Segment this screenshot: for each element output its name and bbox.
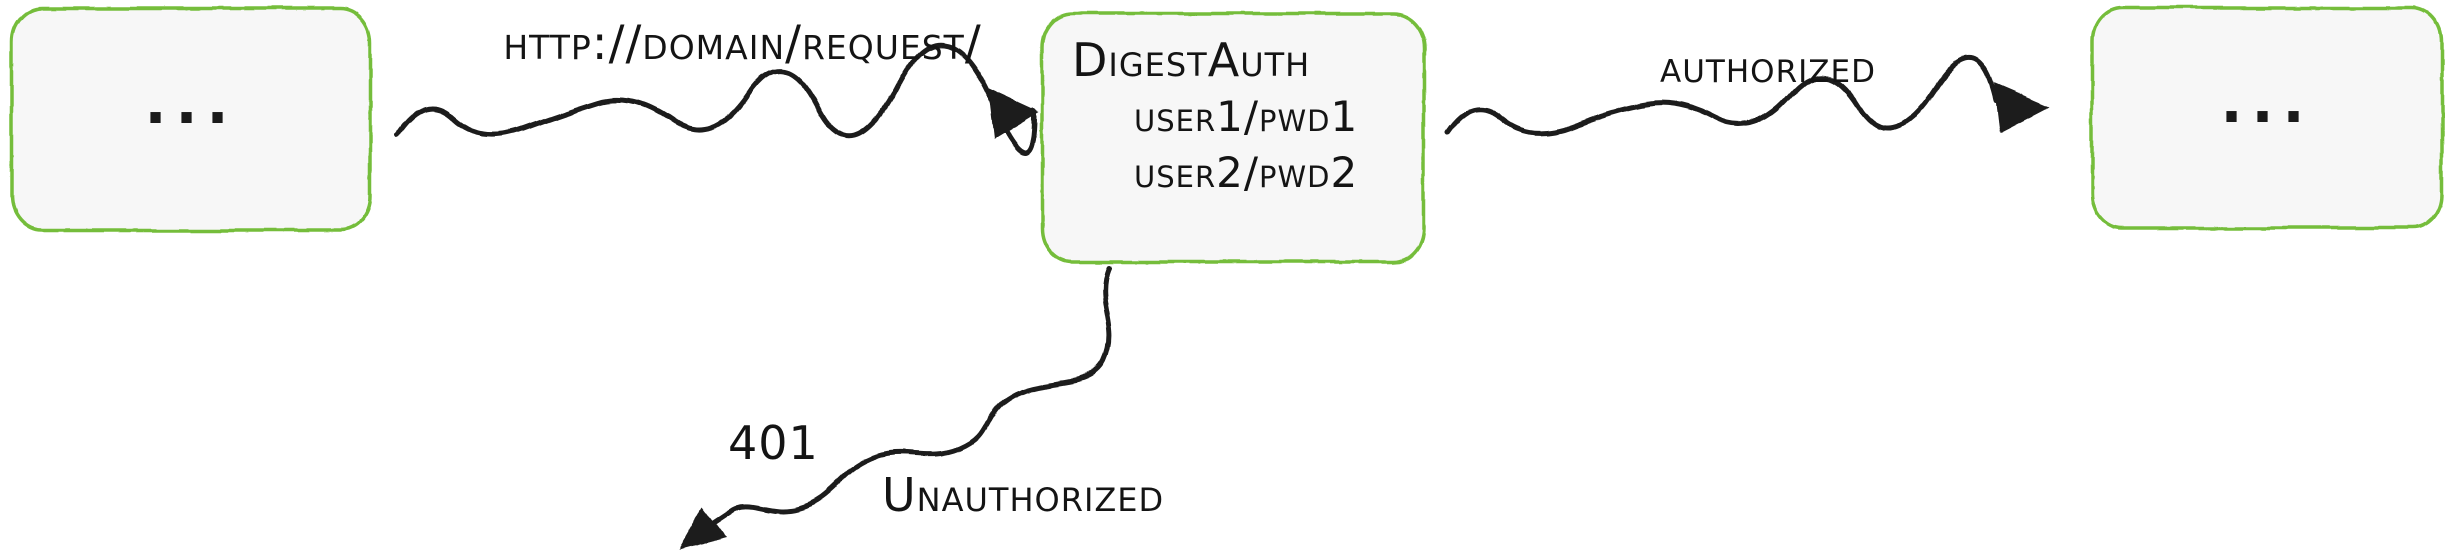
credential-line-1: user1/pwd1 xyxy=(1134,92,1359,141)
authorized-arrow xyxy=(1445,56,1999,135)
server-node: ... xyxy=(2092,8,2442,228)
unauthorized-label: Unauthorized xyxy=(882,468,1165,522)
request-arrow xyxy=(393,41,1038,155)
digest-auth-node-box xyxy=(1040,12,1426,264)
unauthorized-arrow xyxy=(711,265,1112,525)
credential-line-2: user2/pwd2 xyxy=(1134,148,1359,197)
authorized-label: authorized xyxy=(1660,42,1876,93)
request-url-label: http://domain/request/ xyxy=(503,16,982,71)
request-arrowhead-icon xyxy=(988,88,1040,140)
client-node: ... xyxy=(12,8,370,230)
client-node-box xyxy=(10,6,372,232)
digest-auth-node: DigestAuth user1/pwd1 user2/pwd2 xyxy=(1042,14,1424,262)
authorized-arrowhead-icon xyxy=(1994,82,2050,132)
server-node-label: ... xyxy=(2220,68,2314,136)
client-node-label: ... xyxy=(144,69,238,137)
unauthorized-arrowhead-icon xyxy=(678,505,728,550)
server-node-box xyxy=(2090,6,2444,230)
status-code-401-label: 401 xyxy=(728,416,819,470)
digest-auth-title: DigestAuth xyxy=(1072,33,1311,87)
